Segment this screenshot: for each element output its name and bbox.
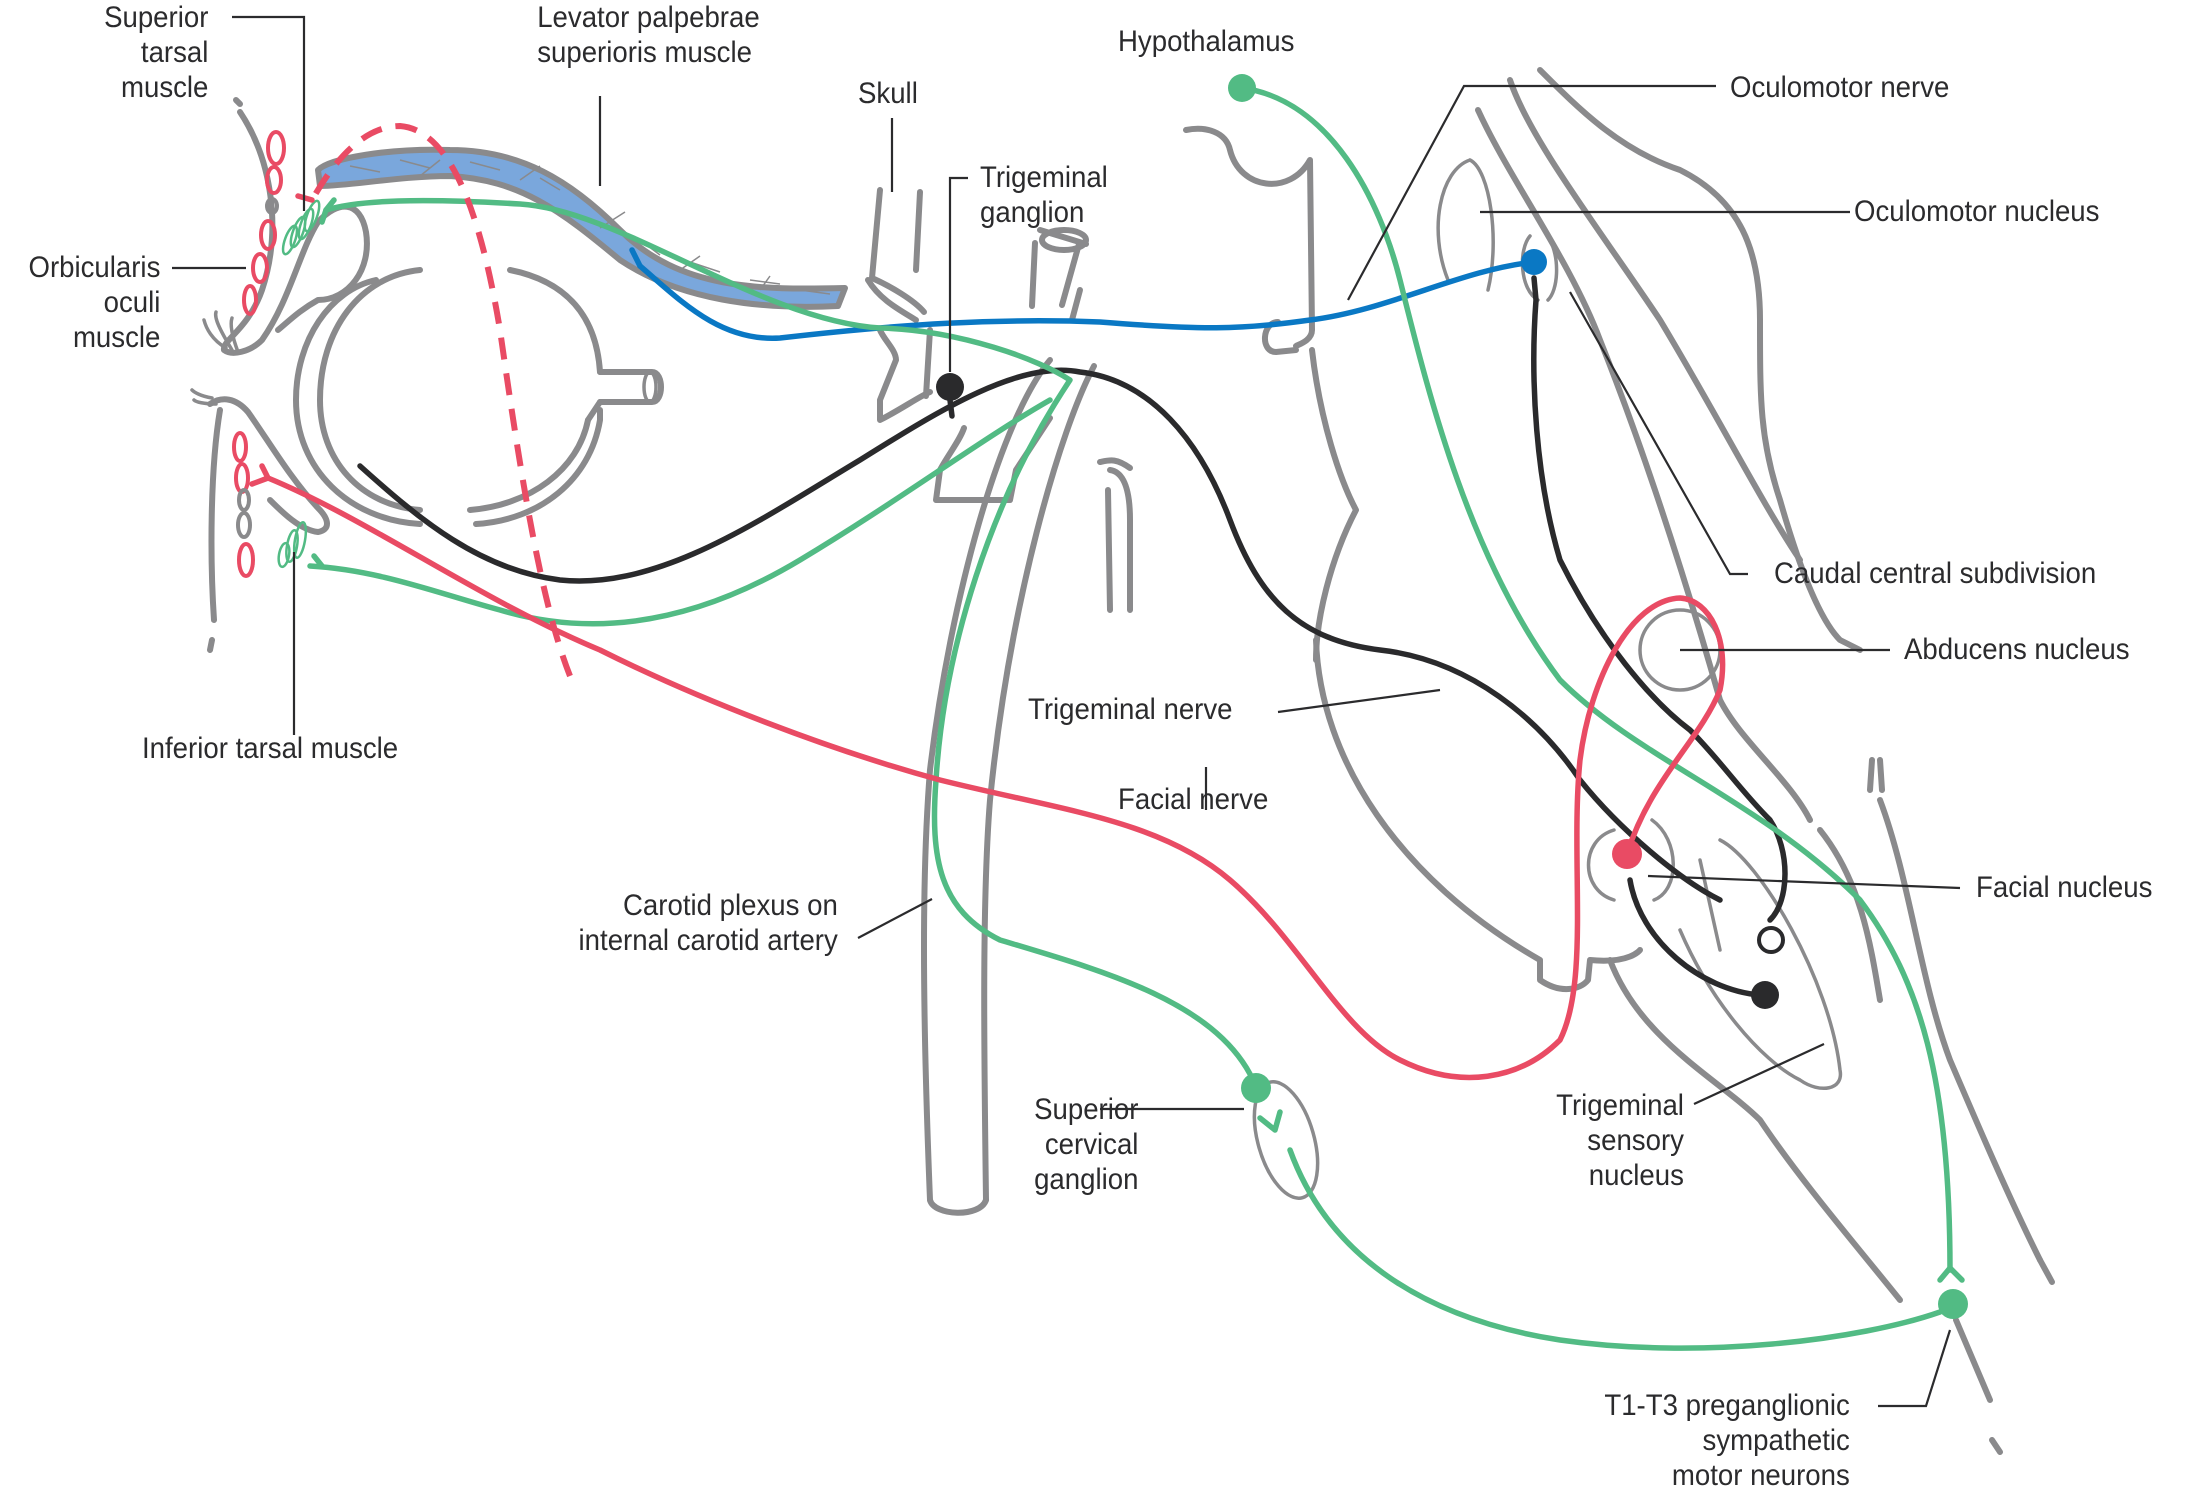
label-trigeminal-sensory-nucleus: Trigeminal sensory nucleus: [1556, 1089, 1684, 1192]
label-trigeminal-nerve: Trigeminal nerve: [1028, 693, 1233, 726]
postganglionic-carotid-path: [323, 197, 1253, 1077]
label-orbicularis-oculi: Orbicularis oculi muscle: [28, 251, 160, 354]
skull-bones: [865, 187, 1133, 613]
trigeminal-to-sensory: [1627, 877, 1763, 998]
label-leaders: [172, 15, 1961, 1408]
trigeminal-open-neuron: [1757, 926, 1785, 954]
inferior-tarsal-terminal: [311, 553, 325, 569]
label-superior-tarsal-muscle: Superior tarsal muscle: [103, 1, 208, 104]
t1-t3-synapse: [1937, 1265, 1965, 1283]
internal-carotid-artery: [921, 357, 1097, 1216]
label-inferior-tarsal-muscle: Inferior tarsal muscle: [142, 732, 399, 765]
trigeminal-central-branch: [1531, 275, 1788, 923]
label-abducens-nucleus: Abducens nucleus: [1904, 633, 2130, 666]
label-skull: Skull: [858, 77, 918, 110]
superior-tarsal-muscle: [281, 199, 321, 256]
t1-t3-neuron: [1938, 1289, 1968, 1319]
label-superior-cervical-ganglion: Superior cervical ganglion: [1033, 1093, 1138, 1196]
trigeminal-nerve-path: [357, 367, 1723, 903]
label-oculomotor-nerve: Oculomotor nerve: [1730, 71, 1950, 104]
label-hypothalamus: Hypothalamus: [1118, 25, 1295, 58]
inferior-tarsal-muscle: [277, 521, 308, 569]
label-trigeminal-ganglion: Trigeminal ganglion: [980, 161, 1108, 229]
hypothalamus-neuron: [1228, 74, 1256, 102]
preganglionic-path: [1287, 1147, 1943, 1351]
oculomotor-neuron: [1521, 249, 1547, 275]
trigeminal-ganglion-stalk: [947, 397, 955, 419]
hypothalamic-descending-path: [1239, 85, 1953, 1273]
superior-tarsal-terminal: [319, 197, 337, 225]
oculomotor-nerve-path: [637, 259, 1537, 341]
superior-cervical-ganglion-neuron: [1241, 1073, 1271, 1103]
facial-nucleus-neuron: [1612, 839, 1642, 869]
label-facial-nerve: Facial nerve: [1118, 783, 1269, 816]
label-caudal-central-subdivision: Caudal central subdivision: [1774, 557, 2097, 590]
eyelid-anatomy: [190, 97, 664, 653]
oculomotor-terminal: [629, 247, 643, 269]
trigeminal-sensory-neuron: [1751, 981, 1779, 1009]
facial-nerve-path: [265, 475, 1726, 1081]
label-levator-palpebrae: Levator palpebrae superioris muscle: [537, 1, 760, 69]
postganglionic-lower-path: [307, 397, 1053, 627]
label-oculomotor-nucleus: Oculomotor nucleus: [1854, 195, 2100, 228]
scg-synapse: [1257, 1109, 1283, 1133]
brainstem-outline: [1183, 67, 2055, 1455]
label-carotid-plexus: Carotid plexus on internal carotid arter…: [578, 889, 838, 957]
facial-upper-branch-dashed: [309, 122, 573, 678]
levator-palpebrae-muscle: [315, 146, 848, 310]
label-facial-nucleus: Facial nucleus: [1976, 871, 2153, 904]
label-t1-t3-neurons: T1-T3 preganglionic sympathetic motor ne…: [1604, 1389, 1850, 1492]
facial-lower-terminal: [249, 463, 271, 487]
orbicularis-oculi-fibers: [232, 130, 286, 578]
trigeminal-ganglion-neuron: [936, 373, 964, 401]
